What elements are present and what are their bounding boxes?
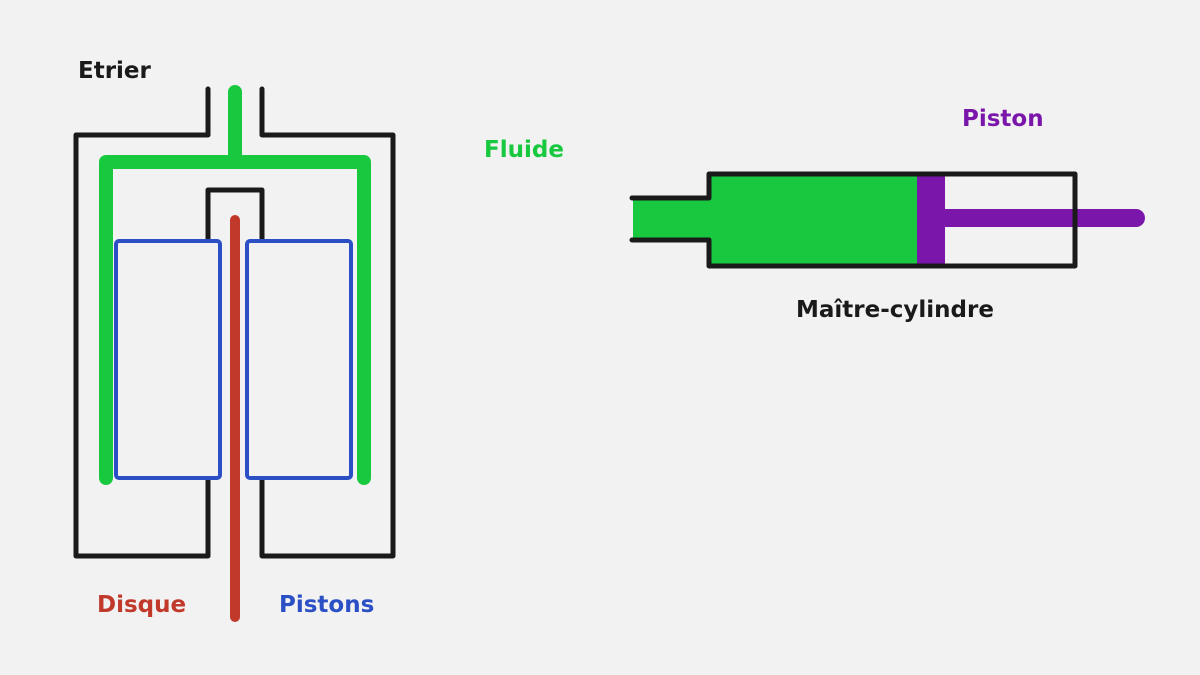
master-cylinder-outline — [629, 171, 1078, 269]
pistons-label: Pistons — [279, 592, 375, 618]
master-cylinder-label: Maître-cylindre — [796, 297, 994, 323]
master-cylinder — [629, 171, 1145, 269]
caliper-pistons — [114, 239, 353, 480]
master-fluid-outlet — [633, 200, 711, 238]
fluid-label: Fluide — [484, 137, 564, 163]
master-fluid-body — [709, 174, 917, 266]
fluid-channel — [99, 155, 371, 485]
caliper-label: Etrier — [78, 58, 151, 84]
caliper-bridge — [205, 187, 265, 243]
piston-right — [245, 239, 353, 480]
caliper-fluid — [99, 85, 371, 485]
caliper-left-wall — [73, 86, 211, 559]
caliper-right-wall — [259, 86, 396, 559]
piston-label: Piston — [962, 106, 1044, 132]
disc-label: Disque — [97, 592, 187, 618]
piston-left — [114, 239, 222, 480]
caliper-outline — [73, 86, 396, 559]
